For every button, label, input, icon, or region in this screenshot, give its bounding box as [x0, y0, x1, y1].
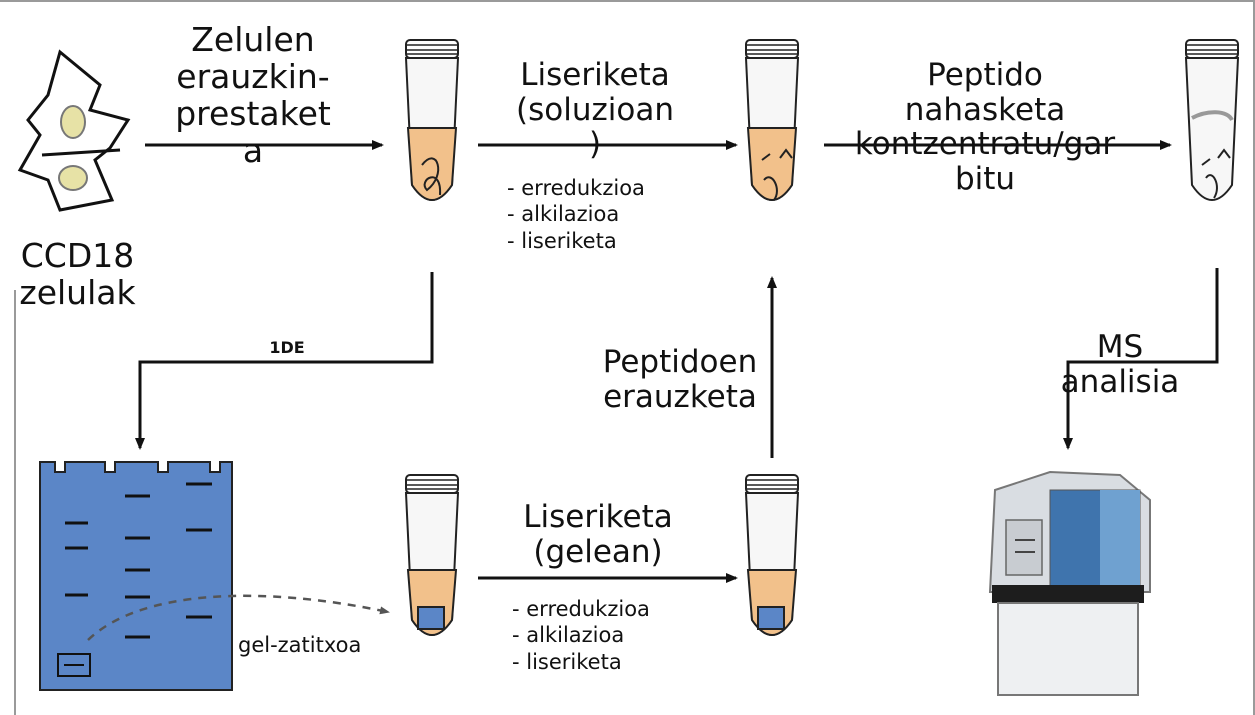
- ms-instrument-icon: [988, 470, 1151, 696]
- label-digest-gel-steps: - erredukzioa- alkilazioa- liseriketa: [512, 597, 650, 674]
- gel-icon: [39, 461, 233, 691]
- tube-lysate: [405, 39, 459, 201]
- dashed-arrow: [87, 594, 390, 641]
- tube-gel-digested: [745, 474, 799, 636]
- label-digest-gel: Liseriketa(gelean): [523, 499, 673, 570]
- label-gel-piece: gel-zatitxoa: [238, 633, 362, 657]
- tube-digested-solution: [745, 39, 799, 201]
- label-1de: 1DE: [269, 338, 305, 357]
- label-digest-solution: Liseriketa(soluzioan): [516, 57, 674, 163]
- tube-peptide-mix: [1185, 39, 1239, 201]
- label-digest-solution-steps: - erredukzioa- alkilazioa- liseriketa: [507, 176, 645, 253]
- cells-icon: [17, 49, 131, 212]
- tube-gel-piece: [405, 474, 459, 636]
